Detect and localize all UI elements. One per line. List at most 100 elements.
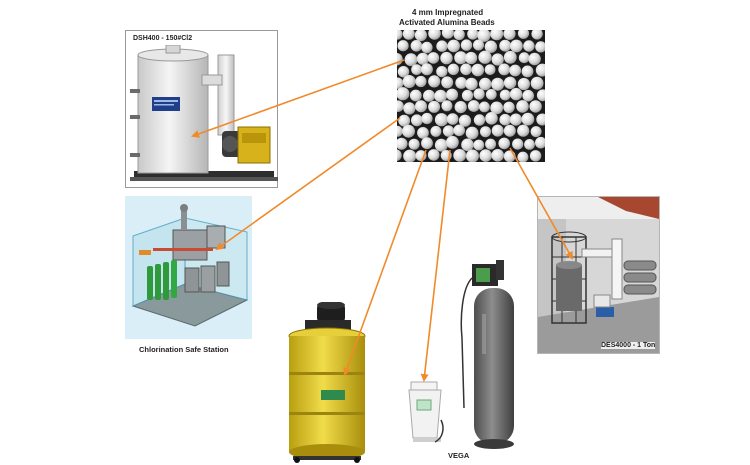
bead xyxy=(479,149,492,162)
bead xyxy=(428,75,441,88)
bead xyxy=(467,100,480,112)
bead xyxy=(509,64,522,77)
bead xyxy=(447,63,460,75)
bead xyxy=(408,138,420,150)
bead xyxy=(503,124,516,137)
bead xyxy=(402,124,415,138)
bead xyxy=(403,149,417,162)
bead xyxy=(436,40,448,52)
bead xyxy=(440,51,453,65)
bead xyxy=(421,112,433,125)
bead xyxy=(531,30,543,40)
bead xyxy=(454,101,467,114)
bead xyxy=(477,30,491,42)
bead xyxy=(410,40,423,52)
bead xyxy=(453,30,465,41)
bead xyxy=(485,89,497,100)
bead xyxy=(530,76,544,90)
bead xyxy=(436,66,448,78)
bead xyxy=(499,113,511,126)
bead xyxy=(503,50,517,64)
bead xyxy=(421,137,433,150)
safe-station-label: Chlorination Safe Station xyxy=(139,345,229,354)
arrow-to-vega xyxy=(420,149,451,382)
bead xyxy=(402,30,415,40)
bead xyxy=(423,89,435,102)
bead xyxy=(512,138,524,150)
vega-bucket xyxy=(405,380,445,446)
bead xyxy=(414,30,427,42)
bead xyxy=(471,63,485,77)
bead xyxy=(491,124,504,137)
bead xyxy=(521,112,535,126)
yellow-drum-scrubber xyxy=(288,302,366,463)
bead xyxy=(434,113,449,127)
bead xyxy=(517,77,530,91)
vega-tank-illustration xyxy=(460,260,514,449)
bead xyxy=(509,113,522,126)
bead xyxy=(503,76,517,89)
bead xyxy=(480,126,491,138)
bead xyxy=(503,30,516,40)
bead xyxy=(536,89,545,102)
bead xyxy=(518,52,530,64)
bead xyxy=(446,113,459,125)
bead xyxy=(535,41,545,53)
bead xyxy=(415,100,427,113)
bead xyxy=(503,150,516,162)
bead xyxy=(417,127,429,139)
bead xyxy=(411,64,422,75)
bead xyxy=(441,100,453,112)
bead xyxy=(447,39,460,53)
bead xyxy=(446,135,459,149)
bead xyxy=(523,40,535,52)
dsh400-panel: DSH400 - 150#Cl2 xyxy=(125,30,278,188)
bead xyxy=(397,40,409,52)
bead xyxy=(420,63,433,76)
des4000-panel: DES4000 - 1 Ton xyxy=(537,196,660,354)
bead xyxy=(427,149,440,161)
des4000-illustration xyxy=(538,197,659,353)
bead xyxy=(402,75,416,88)
bead xyxy=(455,77,468,89)
bead xyxy=(460,39,473,51)
bead xyxy=(461,89,474,102)
bead xyxy=(510,39,523,53)
beads-photo xyxy=(397,30,545,162)
bead xyxy=(403,102,416,115)
vega-tank xyxy=(456,258,528,458)
bead xyxy=(428,100,441,113)
bead xyxy=(499,89,511,101)
bead xyxy=(430,125,442,137)
bead xyxy=(490,30,504,41)
bead xyxy=(465,51,478,65)
bead xyxy=(491,149,504,162)
yellow-drum xyxy=(283,302,371,464)
bead xyxy=(509,87,523,101)
bead xyxy=(473,88,485,100)
bead xyxy=(530,126,542,138)
bead xyxy=(421,41,433,54)
bead xyxy=(397,30,403,40)
bead xyxy=(503,101,515,114)
bead xyxy=(484,40,498,53)
bead xyxy=(440,150,452,161)
bead xyxy=(404,53,418,67)
bead xyxy=(465,77,478,91)
bead xyxy=(529,100,542,113)
bead xyxy=(473,39,484,51)
bead xyxy=(485,112,498,125)
bead xyxy=(441,76,454,89)
bead xyxy=(458,114,472,127)
bead xyxy=(473,139,485,151)
bead xyxy=(428,30,441,40)
bead xyxy=(498,63,511,76)
bead xyxy=(411,114,423,127)
bead xyxy=(485,138,497,150)
vega-label: VEGA xyxy=(448,451,470,460)
bead xyxy=(490,101,504,115)
beads-title-line2: Activated Alumina Beads xyxy=(399,18,495,27)
dsh400-label: DSH400 - 150#Cl2 xyxy=(133,35,193,42)
bead xyxy=(535,136,545,149)
bead xyxy=(416,52,429,65)
